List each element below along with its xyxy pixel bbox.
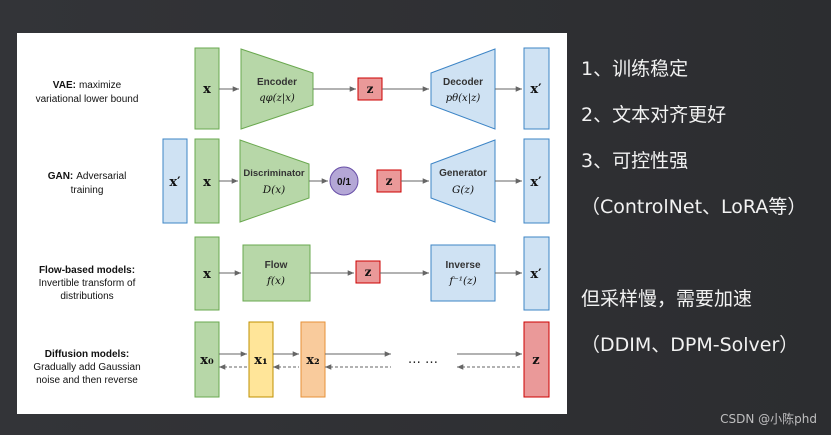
x0-label: x₀: [200, 353, 214, 368]
flow-label-line2: distributions: [60, 291, 113, 302]
flow-label-bold: Flow-based models:: [39, 265, 135, 276]
gan-fake-input-label: x′: [169, 175, 181, 190]
vae-latent-label: z: [367, 82, 374, 96]
vae-output-box: [523, 47, 550, 130]
encoder-sub: qφ(z|x): [259, 93, 295, 104]
gan-output-box: [523, 138, 550, 224]
gan-label-line1: Adversarial: [76, 171, 126, 182]
flow-output-label: x′: [530, 267, 542, 282]
inverse-title: Inverse: [445, 260, 480, 271]
vae-output-label: x′: [530, 82, 542, 97]
decision-label: 0/1: [337, 177, 351, 188]
flow-input-label: x: [203, 267, 211, 282]
vae-label-line2: variational lower bound: [36, 94, 139, 105]
generator-sub: G(z): [452, 184, 474, 196]
x1-box: [248, 321, 274, 398]
diffusion-ellipsis: … …: [408, 352, 438, 367]
note-controlnet-lora: （ControlNet、LoRA等）: [581, 196, 807, 218]
x2-box: [300, 321, 326, 398]
note-text-alignment: 2、文本对齐更好: [581, 104, 727, 126]
encoder-block: [240, 48, 314, 130]
gan-latent-label: z: [386, 174, 393, 188]
note-stable-training: 1、训练稳定: [581, 58, 689, 80]
diffusion-label-line2: noise and then reverse: [36, 375, 138, 386]
x0-box: [194, 321, 220, 398]
diffusion-latent-box: [523, 321, 550, 398]
flow-output-box: [523, 236, 550, 311]
flow-title: Flow: [265, 260, 288, 271]
encoder-title: Encoder: [257, 77, 297, 88]
gan-label: GAN:Adversarial: [48, 171, 127, 182]
decoder-title: Decoder: [443, 77, 483, 88]
generator-title: Generator: [439, 168, 487, 179]
gan-input-label: x: [203, 175, 211, 190]
vae-input-label: x: [203, 82, 211, 97]
watermark: CSDN @小陈phd: [720, 412, 817, 426]
gan-label-line2: training: [71, 185, 104, 196]
discriminator-sub: D(x): [262, 184, 286, 196]
flow-latent-box: [355, 260, 381, 284]
generative-models-diagram: VAE:maximize variational lower bound x E…: [17, 33, 567, 414]
diffusion-row: Diffusion models: Gradually add Gaussian…: [33, 321, 550, 398]
flow-input-box: [194, 236, 220, 311]
inverse-block: [430, 244, 496, 302]
vae-label: VAE:maximize: [53, 80, 122, 91]
inverse-sub: f⁻¹(z): [448, 275, 476, 287]
generator-block: [430, 139, 496, 223]
decoder-sub: pθ(x|z): [446, 93, 481, 104]
flow-row: Flow-based models: Invertible transform …: [39, 236, 550, 311]
flow-sub: f(x): [266, 275, 285, 287]
note-ddim-dpm-solver: （DDIM、DPM-Solver）: [581, 334, 799, 356]
x1-label: x₁: [254, 353, 267, 368]
flow-block: [242, 244, 311, 302]
flow-label-line1: Invertible transform of: [39, 278, 136, 289]
gan-output-label: x′: [530, 175, 542, 190]
diffusion-label-bold: Diffusion models:: [45, 349, 129, 360]
x2-label: x₂: [306, 353, 319, 368]
decoder-block: [430, 48, 496, 130]
gan-label-bold: GAN:: [48, 171, 74, 182]
vae-label-bold: VAE:: [53, 80, 76, 91]
diffusion-label-line1: Gradually add Gaussian: [33, 362, 140, 373]
discriminator-block: [239, 139, 310, 223]
note-slow-sampling: 但采样慢，需要加速: [581, 288, 753, 310]
flow-latent-label: z: [365, 265, 372, 279]
vae-label-line1: maximize: [79, 80, 122, 91]
gan-fake-input-box: [162, 138, 188, 224]
discriminator-title: Discriminator: [243, 168, 305, 179]
note-controllability: 3、可控性强: [581, 150, 689, 172]
vae-row: VAE:maximize variational lower bound x E…: [36, 47, 550, 130]
vae-input-box: [194, 47, 220, 130]
diffusion-latent-label: z: [532, 353, 539, 368]
gan-row: GAN:Adversarial training x′ x Discrimina…: [48, 138, 550, 224]
decision-node: [329, 166, 359, 196]
